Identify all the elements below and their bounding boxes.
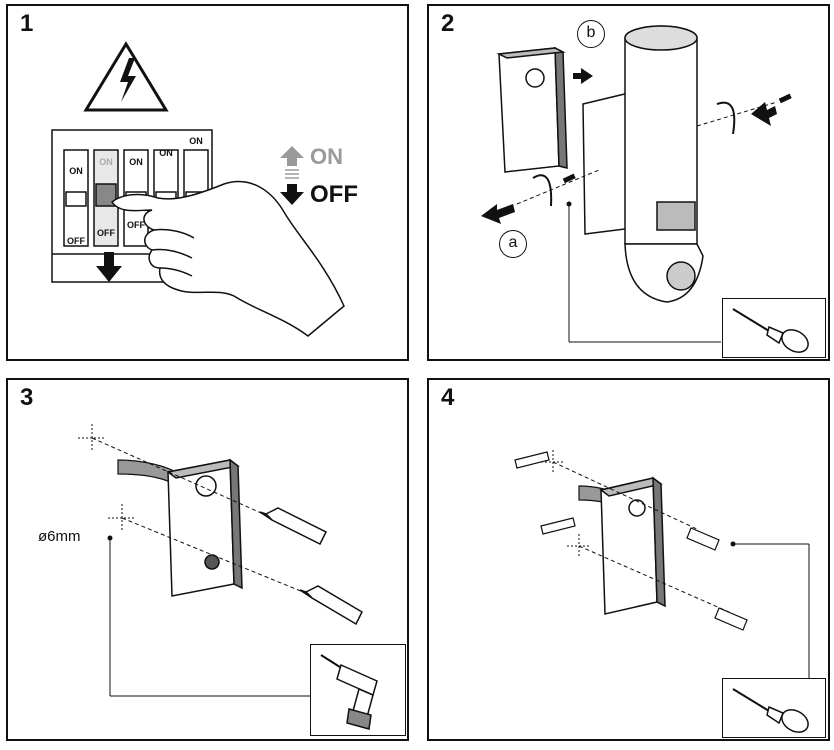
off-legend-label: OFF (310, 181, 358, 209)
step-2-panel: 2 (427, 4, 830, 361)
wall-plug-icon (515, 452, 575, 534)
switch-label-on: ON (95, 157, 117, 167)
switch-label-off: OFF (65, 236, 87, 246)
cable (118, 460, 172, 482)
mounting-plate (601, 478, 665, 614)
step-1-panel: 1 (6, 4, 409, 361)
power-drill-icon (311, 645, 403, 733)
screwdriver-inset (722, 298, 826, 358)
tool-leader-line (733, 544, 809, 680)
on-legend-label: ON (310, 144, 343, 170)
high-voltage-warning-icon (86, 44, 166, 110)
switch-label-on: ON (155, 148, 177, 158)
camera-light-housing (583, 26, 703, 302)
switch-label-on: ON (125, 157, 147, 167)
screwdriver-icon (723, 679, 823, 735)
callout-b: b (577, 20, 605, 48)
drill-inset (310, 644, 406, 736)
drill-mark-icon (78, 424, 136, 532)
switch-label-on: ON (185, 136, 207, 146)
callout-a: a (499, 230, 527, 258)
step-4-panel: 4 (427, 378, 830, 741)
drill-mark-icon (541, 450, 591, 558)
switch-label-off: OFF (125, 220, 147, 230)
mounting-plate (168, 460, 242, 596)
pencil-icon (260, 508, 362, 624)
drill-diameter-label: ø6mm (38, 528, 81, 545)
screwdriver-inset (722, 678, 826, 738)
screw-icon (687, 528, 747, 630)
screwdriver-icon (723, 299, 823, 355)
mounting-plate (499, 48, 567, 172)
step-3-panel: 3 (6, 378, 409, 741)
switch-label-on: ON (65, 166, 87, 176)
on-arrow-icon (280, 146, 304, 178)
switch-label-off: OFF (95, 228, 117, 238)
off-arrow-icon (280, 184, 304, 205)
